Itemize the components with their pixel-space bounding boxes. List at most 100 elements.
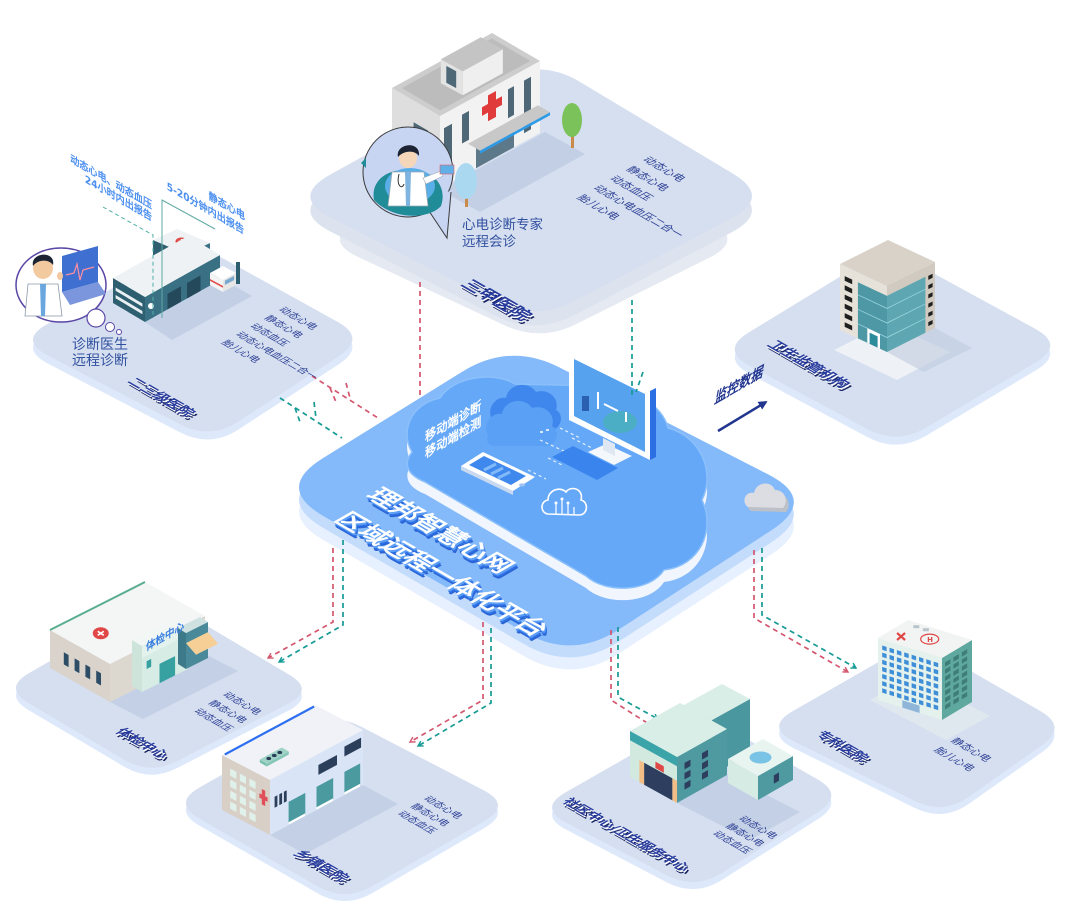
upper-block-right-face (462, 49, 503, 96)
window (961, 677, 968, 686)
window (882, 674, 887, 680)
building-shadow (440, 132, 585, 212)
window (74, 658, 80, 674)
window (904, 688, 909, 694)
window (945, 701, 951, 710)
window (844, 285, 853, 294)
doctor-hair (397, 145, 420, 157)
cloud-circuit-node (560, 497, 564, 501)
cloud-circuit-outline (541, 487, 588, 516)
window (953, 689, 959, 698)
window (239, 784, 246, 795)
window (508, 86, 514, 119)
link-specialty-red (753, 550, 848, 673)
window (882, 659, 887, 666)
window (933, 675, 939, 682)
window (249, 811, 256, 822)
building-shadow (270, 785, 398, 854)
window (953, 654, 959, 662)
gray-cloud-top (744, 483, 786, 508)
window (919, 664, 924, 670)
link-checkup-teal (279, 540, 344, 663)
window (928, 310, 933, 317)
link-township-red (410, 622, 484, 743)
window (933, 683, 939, 689)
ac-fan (277, 750, 283, 755)
lower-block-left-face (113, 278, 145, 322)
window (889, 676, 894, 683)
tablet-plate (552, 446, 618, 480)
monitoring-data-arrow (717, 400, 768, 433)
window (844, 276, 853, 285)
sign-panel (142, 623, 188, 658)
link-secondary-red (311, 375, 379, 419)
smartphone-bars (483, 462, 511, 480)
tile-surface (779, 647, 1055, 807)
window (911, 676, 917, 682)
window (953, 682, 959, 691)
window (889, 683, 894, 690)
doctor-head (33, 257, 53, 279)
window (230, 779, 237, 790)
main-block-roof (50, 582, 205, 664)
window (882, 681, 887, 687)
link-tertiary-teal-mark (635, 371, 644, 393)
doctor-card (439, 164, 455, 175)
window (96, 670, 101, 686)
window (146, 658, 152, 669)
tertiary-hospital-building-icon (392, 33, 585, 212)
window (953, 668, 959, 676)
bubble-tail-outline (426, 191, 452, 240)
window (702, 759, 708, 770)
red-cross-icon (482, 91, 502, 122)
entrance-block-left-face (132, 640, 142, 692)
window (249, 778, 256, 789)
window (896, 664, 902, 671)
window (928, 283, 933, 290)
window (961, 649, 968, 657)
window (926, 659, 931, 665)
annex-left-face (728, 759, 758, 800)
window (230, 801, 237, 812)
window (882, 688, 887, 694)
window (945, 666, 951, 674)
window (919, 692, 924, 699)
cloud-server-front (486, 400, 557, 446)
window (896, 650, 902, 656)
window (926, 666, 931, 673)
window (945, 687, 951, 696)
window (702, 749, 708, 760)
window (926, 702, 931, 708)
window (904, 680, 909, 687)
window (904, 659, 909, 666)
window (889, 654, 894, 661)
rear-block-roof (684, 684, 750, 720)
window (283, 790, 287, 803)
window (928, 301, 933, 308)
cloud-circuit-node (566, 501, 570, 505)
window (926, 687, 931, 694)
tree-trunk (571, 132, 574, 148)
window (919, 685, 924, 692)
data-flow-dash (527, 427, 593, 480)
connection-lines-monitor (631, 300, 644, 395)
window (239, 795, 246, 806)
window (904, 695, 909, 701)
window (239, 806, 246, 817)
smartphone-edge (461, 466, 513, 495)
thought-dot (116, 329, 122, 335)
monitor-screen-device (582, 396, 589, 411)
window (911, 669, 917, 675)
link-community-teal (617, 627, 658, 719)
window (896, 692, 902, 699)
window (961, 656, 968, 664)
link-specialty-teal (761, 548, 856, 669)
window (85, 664, 91, 680)
window (919, 671, 924, 677)
tile-secondary-hospital (32, 251, 353, 440)
upper-block-roof (440, 37, 503, 72)
tower-roof (840, 240, 935, 286)
expert-caption-line1: 心电诊断专家 (462, 216, 543, 233)
window (953, 661, 959, 669)
